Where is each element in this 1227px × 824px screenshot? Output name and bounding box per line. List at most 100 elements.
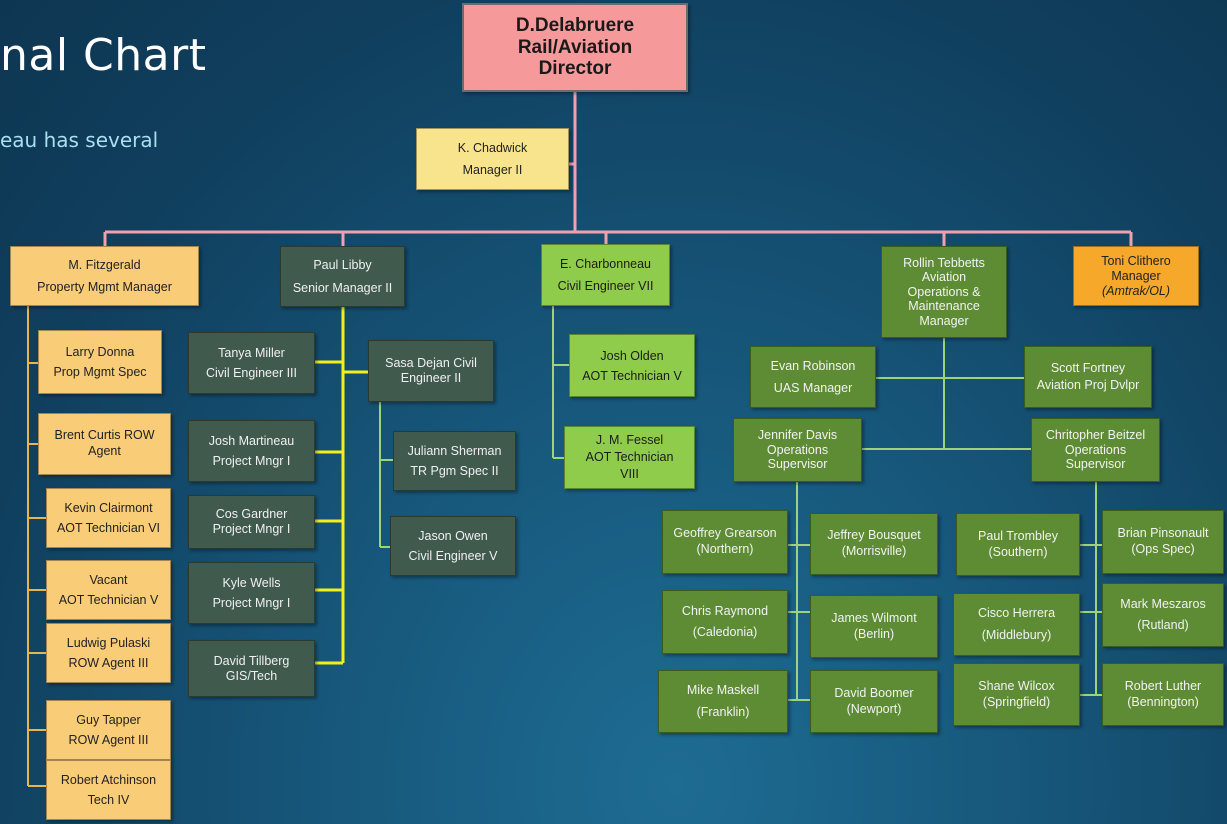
director-title-line2: Director [538,58,612,80]
charbonneau-staff-box: Josh Olden AOT Technician V [569,334,695,397]
manager-title-line5: Manager [919,313,969,328]
staff-name: Ludwig Pulaski [66,636,151,650]
director-name: D.Delabruere [515,14,635,36]
staff-area: (Caledonia) [692,625,758,639]
manager-name: M. Fitzgerald [68,257,141,272]
assistant-name: K. Chadwick [457,140,528,155]
staff-name: Jason Owen [418,529,488,543]
supervisor-title-line2: Operations [1064,442,1127,457]
property-staff-box: Brent Curtis ROW Agent [38,413,171,475]
manager-title: Manager [1111,268,1161,283]
manager-title-line3: Operations & [907,284,981,299]
staff-area: (Southern) [988,544,1048,559]
assistant-title: Manager II [462,163,523,177]
staff-name: Mark Meszaros [1120,596,1206,611]
manager-name: Paul Libby [313,258,372,272]
page-subtitle: eau has several [0,128,159,152]
staff-name: J. M. Fessel [595,433,664,448]
dejan-box: Sasa Dejan Civil Engineer II [368,340,494,402]
staff-name: Jeffrey Bousquet [827,528,921,543]
beitzel-staff-box: Mark Meszaros (Rutland) [1102,583,1224,647]
manager-box-libby: Paul Libby Senior Manager II [280,246,405,307]
property-staff-box: Ludwig Pulaski ROW Agent III [46,623,171,683]
green-connectors [379,306,1102,701]
staff-name: David Boomer [834,685,914,700]
property-connectors [27,306,46,787]
staff-title: Project Mngr I [212,596,291,610]
beitzel-staff-box: Robert Luther (Bennington) [1102,663,1224,726]
staff-name: Kyle Wells [222,576,281,590]
staff-title: GIS/Tech [225,668,278,683]
manager-box-charbonneau: E. Charbonneau Civil Engineer VII [541,244,670,306]
property-staff-box: Kevin Clairmont AOT Technician VI [46,488,171,548]
staff-title: Civil Engineer V [408,549,498,563]
manager-title-line4: Maintenance [908,299,980,314]
staff-area: (Berlin) [853,626,895,641]
davis-staff-box: James Wilmont (Berlin) [810,595,938,658]
staff-name: Guy Tapper [76,713,141,727]
staff-area: (Springfield) [982,694,1051,709]
staff-name: Chris Raymond [681,603,769,618]
manager-box-clithero: Toni Clithero Manager (Amtrak/OL) [1073,246,1199,306]
manager-box-tebbetts: Rollin Tebbetts Aviation Operations & Ma… [881,246,1007,338]
staff-title: TR Pgm Spec II [410,464,499,478]
supervisor-title-line3: Supervisor [1065,457,1126,472]
staff-name: Brian Pinsonault [1117,526,1209,541]
staff-title: Agent [88,444,121,458]
aviation-staff-box: Evan Robinson UAS Manager [750,346,876,408]
property-staff-box: Robert Atchinson Tech IV [46,760,171,820]
property-staff-box: Vacant AOT Technician V [46,560,171,620]
staff-name: Shane Wilcox [978,678,1055,693]
staff-name: David Tillberg [213,653,290,668]
director-title-line1: Rail/Aviation [517,36,633,58]
staff-area: (Ops Spec) [1131,542,1195,556]
beitzel-staff-box: Brian Pinsonault (Ops Spec) [1102,510,1224,574]
staff-name: Scott Fortney [1050,361,1126,376]
staff-area: (Newport) [846,701,902,716]
davis-staff-box: Jeffrey Bousquet (Morrisville) [810,513,938,575]
assistant-box: K. Chadwick Manager II [416,128,569,190]
supervisor-box: Chritopher Beitzel Operations Supervisor [1031,418,1160,482]
supervisor-name: Chritopher Beitzel [1045,428,1146,443]
libby-staff-box: Josh Martineau Project Mngr I [188,420,315,482]
staff-title: Project Mngr I [212,522,291,536]
staff-title: UAS Manager [773,381,853,395]
manager-title: Civil Engineer VII [557,279,654,293]
staff-area: (Middlebury) [981,627,1052,642]
director-box: D.Delabruere Rail/Aviation Director [462,3,688,92]
libby-staff-box: Cos Gardner Project Mngr I [188,495,315,549]
staff-area: (Northern) [696,542,754,556]
manager-note: (Amtrak/OL) [1101,283,1171,298]
staff-area: (Bennington) [1127,694,1199,709]
staff-name: Sasa Dejan Civil [385,356,477,370]
beitzel-staff-box: Shane Wilcox (Springfield) [953,663,1080,726]
manager-name: E. Charbonneau [559,256,652,271]
staff-name: Kevin Clairmont [64,501,153,515]
staff-name: Paul Trombley [978,528,1058,543]
property-staff-box: Larry Donna Prop Mgmt Spec [38,330,162,394]
staff-title: Prop Mgmt Spec [53,365,147,379]
property-staff-box: Guy Tapper ROW Agent III [46,700,171,760]
manager-name: Toni Clithero [1101,253,1171,268]
staff-title: Project Mngr I [212,454,291,468]
staff-name: Robert Atchinson [60,773,157,787]
davis-staff-box: David Boomer (Newport) [810,670,938,733]
staff-name: Geoffrey Grearson [673,526,777,541]
manager-title: Senior Manager II [292,280,393,295]
staff-name: Larry Donna [65,345,135,359]
staff-title: AOT Technician [585,450,674,465]
staff-name: Josh Olden [600,348,664,363]
libby-staff-box: Tanya Miller Civil Engineer III [188,332,315,394]
staff-name: Vacant [89,573,128,587]
manager-name: Rollin Tebbetts [903,256,985,271]
staff-title: ROW Agent III [68,733,149,747]
staff-title: Aviation Proj Dvlpr [1036,378,1140,392]
manager-title-line2: Aviation [921,270,967,285]
libby-connectors [315,307,368,665]
davis-staff-box: Chris Raymond (Caledonia) [662,590,788,654]
dejan-staff-box: Jason Owen Civil Engineer V [390,516,516,576]
manager-title: Property Mgmt Manager [37,280,172,294]
staff-name: Brent Curtis ROW [54,428,155,443]
davis-staff-box: Geoffrey Grearson (Northern) [662,510,788,574]
